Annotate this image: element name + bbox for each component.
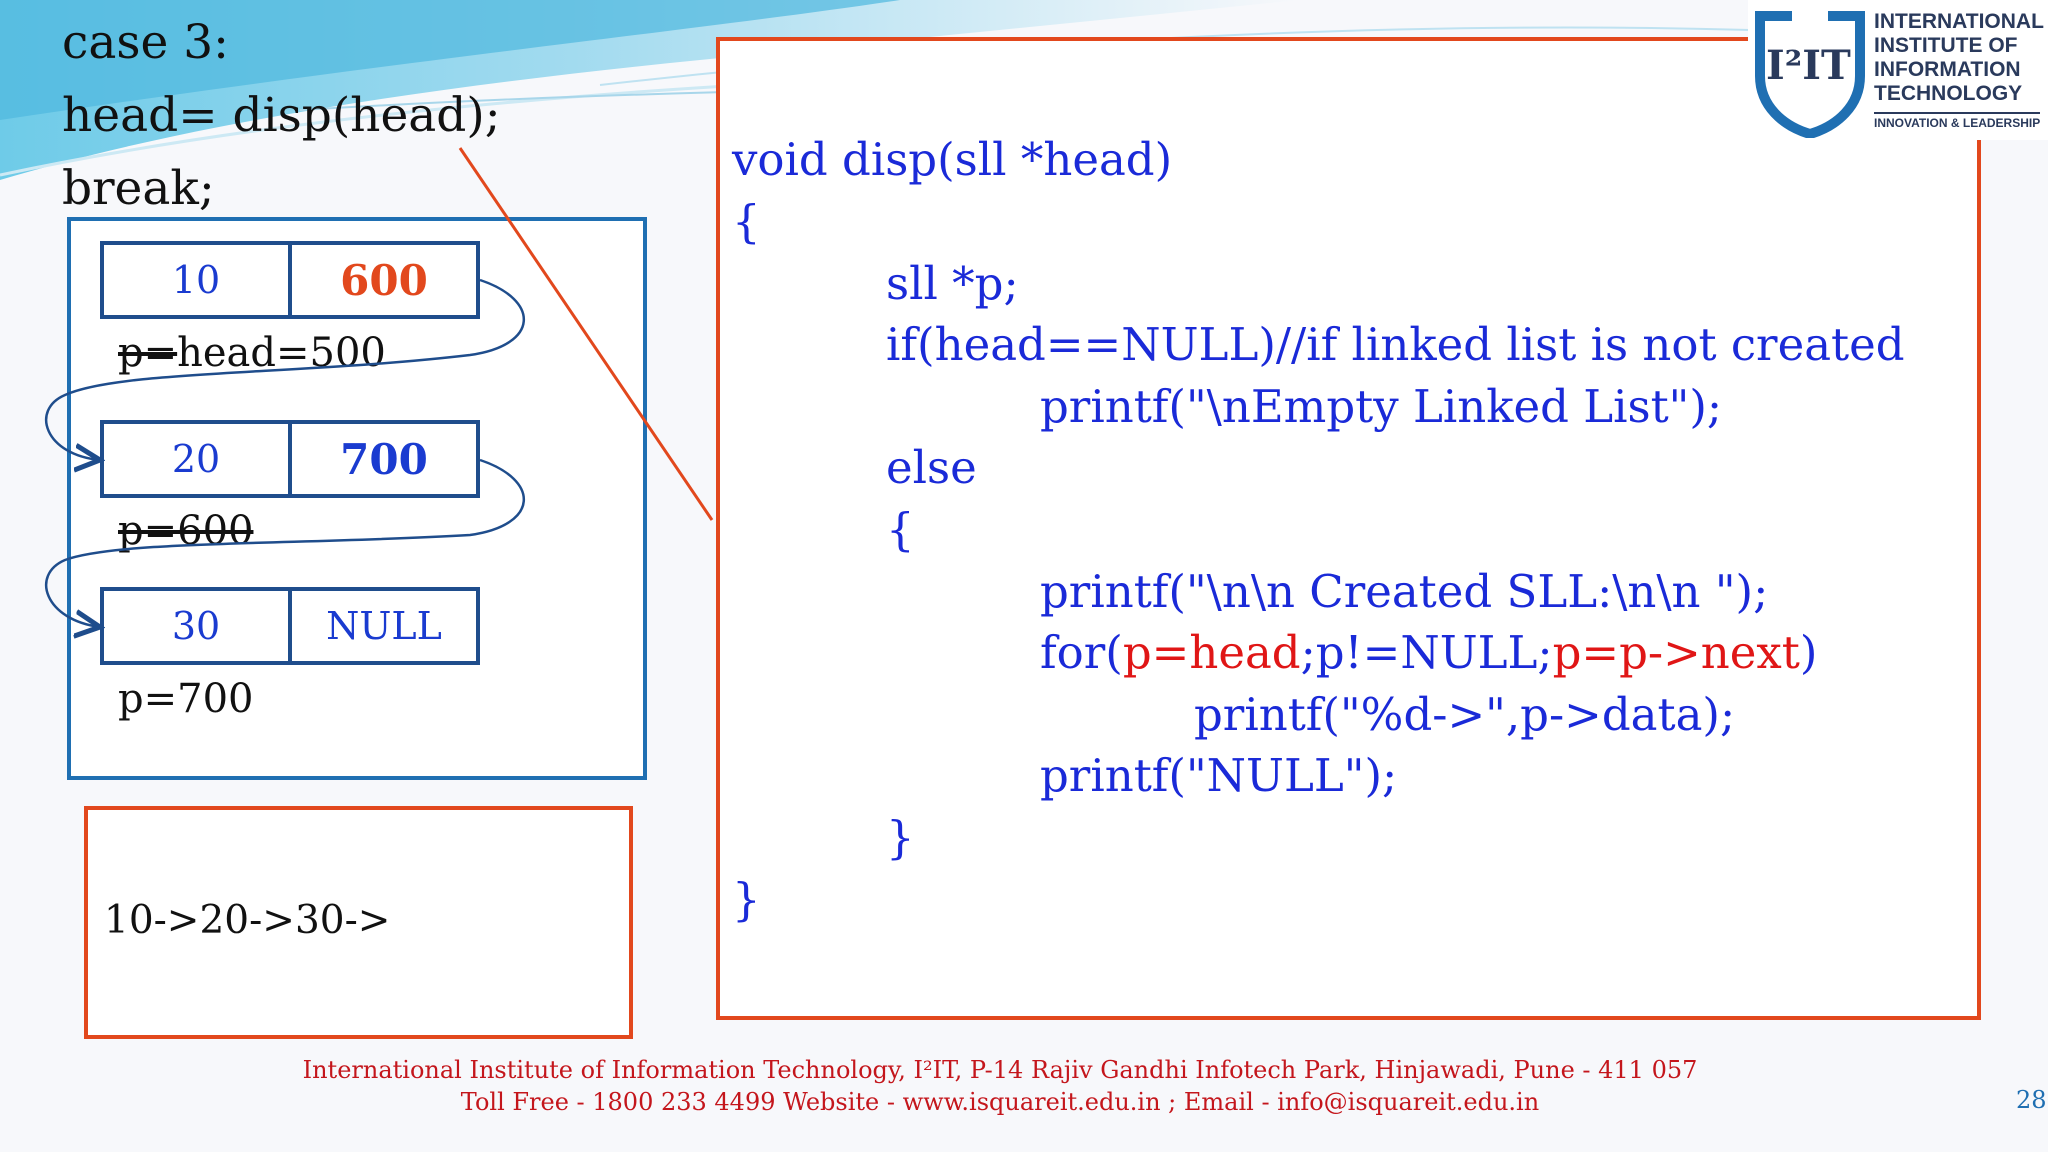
node-1-pointer-head: head=500 xyxy=(177,330,386,376)
logo-line-1: INTERNATIONAL xyxy=(1874,10,2044,33)
logo-line-3: INFORMATION xyxy=(1874,58,2021,81)
logo-tagline: INNOVATION & LEADERSHIP xyxy=(1874,112,2041,130)
node-1-pointer-label: p=head=500 xyxy=(118,330,386,376)
logo-line-2: INSTITUTE OF xyxy=(1874,34,2018,57)
code-line-2: { xyxy=(732,195,761,248)
node-3: 30 NULL xyxy=(100,587,480,665)
node-1-data: 10 xyxy=(104,245,292,315)
code-for-open: for( xyxy=(1040,626,1123,679)
code-line-13: } xyxy=(732,873,761,926)
page-number: 28 xyxy=(2016,1086,2047,1114)
code-line-10: printf("%d->",p->data); xyxy=(1194,688,1736,741)
code-line-7: { xyxy=(886,503,915,556)
node-2-data: 20 xyxy=(104,424,292,494)
code-for-step: p=p->next xyxy=(1552,626,1800,679)
node-3-data: 30 xyxy=(104,591,292,661)
case-label: case 3: xyxy=(62,15,229,70)
node-1-next: 600 xyxy=(340,255,428,305)
output-box: 10->20->30-> xyxy=(84,806,633,1039)
code-for-close: ) xyxy=(1799,626,1818,679)
node-3-next: NULL xyxy=(326,604,442,648)
code-for-cond: ;p!=NULL; xyxy=(1300,626,1553,679)
node-2: 20 700 xyxy=(100,420,480,498)
node-3-pointer-label: p=700 xyxy=(118,676,254,722)
code-for-init: p=head xyxy=(1122,626,1301,679)
node-1: 10 600 xyxy=(100,241,480,319)
code-line-1: void disp(sll *head) xyxy=(732,133,1173,186)
break-statement: break; xyxy=(62,161,215,216)
code-line-12: } xyxy=(886,811,915,864)
node-1-pointer-struck: p= xyxy=(118,330,178,376)
code-box xyxy=(716,37,1981,1020)
code-line-4: if(head==NULL)//if linked list is not cr… xyxy=(886,318,1905,371)
institute-logo: I²IT INTERNATIONAL INSTITUTE OF INFORMAT… xyxy=(1748,0,2048,140)
output-text: 10->20->30-> xyxy=(104,898,391,943)
node-2-next: 700 xyxy=(340,434,428,484)
code-line-6: else xyxy=(886,441,977,494)
node-2-pointer-label: p=600 xyxy=(118,508,254,554)
footer-address: International Institute of Information T… xyxy=(302,1056,1698,1084)
code-line-5: printf("\nEmpty Linked List"); xyxy=(1040,380,1723,433)
logo-emblem-icon xyxy=(1755,6,1865,138)
logo-line-4: TECHNOLOGY xyxy=(1874,82,2023,105)
head-assignment: head= disp(head); xyxy=(62,88,501,143)
code-line-11: printf("NULL"); xyxy=(1040,749,1398,802)
code-line-3: sll *p; xyxy=(886,257,1019,310)
footer-contact: Toll Free - 1800 233 4499 Website - www.… xyxy=(460,1088,1540,1116)
code-line-8: printf("\n\n Created SLL:\n\n "); xyxy=(1040,565,1769,618)
code-line-9: for(p=head;p!=NULL;p=p->next) xyxy=(1040,626,1817,679)
logo-mark: I²IT xyxy=(1766,42,1851,89)
